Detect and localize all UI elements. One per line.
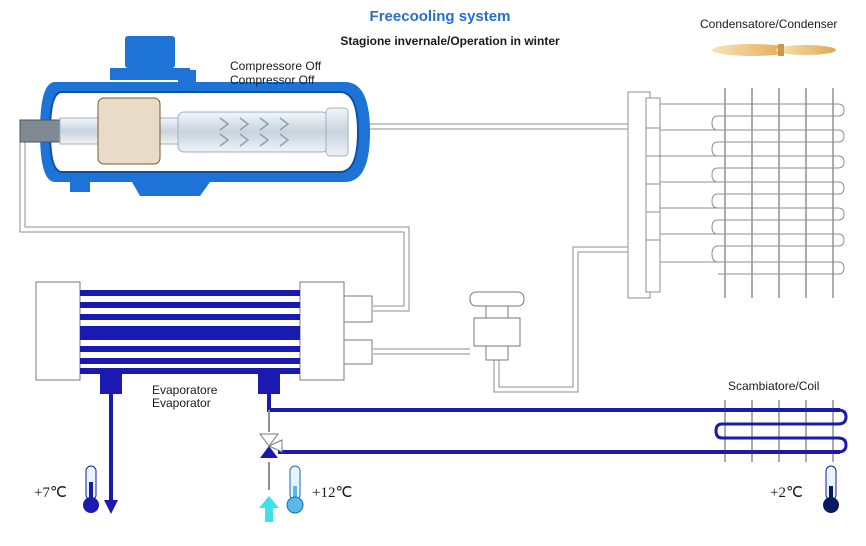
three-way-valve [259,433,283,458]
compressor-label-en: Compressor Off [230,73,315,87]
evaporator-label-en: Evaporator [152,396,211,410]
compressor-label-it: Compressore Off [230,59,322,73]
evaporator [35,281,373,394]
thermometer-icon [83,465,99,513]
diagram-subtitle: Stagione invernale/Operation in winter [340,34,560,48]
refrigerant-lines [19,123,632,393]
evaporator-label-it: Evaporatore [152,383,218,397]
compressor [19,36,370,196]
diagram-title: Freecooling system [369,8,511,25]
condenser-label: Condensatore/Condenser [700,17,838,31]
ambient-temp: +2℃ [770,485,803,501]
water-out-temp: +7℃ [34,485,67,501]
thermometer-icon [286,465,304,514]
coil-label: Scambiatore/Coil [728,379,820,393]
water-in-temp: +12℃ [312,485,353,501]
coil-exchanger [714,400,848,462]
condenser-fan-icon [712,44,836,56]
thermometer-icon [823,465,839,513]
expansion-valve [469,291,525,361]
condenser [627,44,845,299]
inlet-arrow-icon [259,496,279,522]
outlet-arrow-icon [104,500,118,514]
